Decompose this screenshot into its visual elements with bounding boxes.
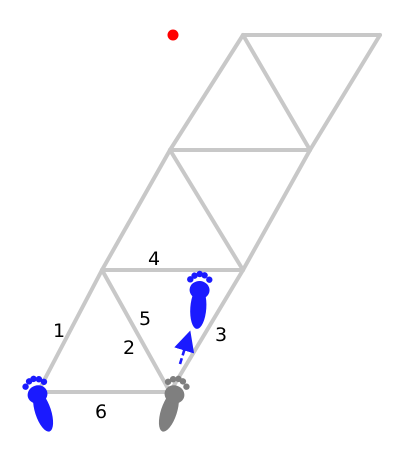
edge-3 — [168, 268, 245, 394]
edge-up-right — [308, 33, 382, 152]
edge-mid-diag — [168, 148, 245, 272]
edge-1 — [36, 268, 104, 394]
arrow-icon — [174, 330, 195, 365]
edge-mid-right — [241, 148, 312, 272]
right-footprint-next-icon — [187, 270, 213, 329]
edge-label-6: 6 — [95, 401, 107, 423]
red-dot-icon — [167, 29, 179, 41]
left-footprint-icon — [22, 375, 54, 432]
edge-label-4: 4 — [148, 248, 160, 270]
edge-up-left — [168, 33, 245, 152]
right-footprint-icon — [158, 375, 190, 432]
lattice — [36, 33, 382, 394]
edge-mid-left — [100, 148, 172, 272]
edge-label-3: 3 — [215, 324, 227, 346]
edge-2-5 — [100, 268, 172, 394]
edge-label-2: 2 — [123, 337, 135, 359]
edge-label-1: 1 — [53, 320, 65, 342]
edge-label-5: 5 — [139, 308, 151, 330]
edge-up-diag — [241, 33, 312, 152]
